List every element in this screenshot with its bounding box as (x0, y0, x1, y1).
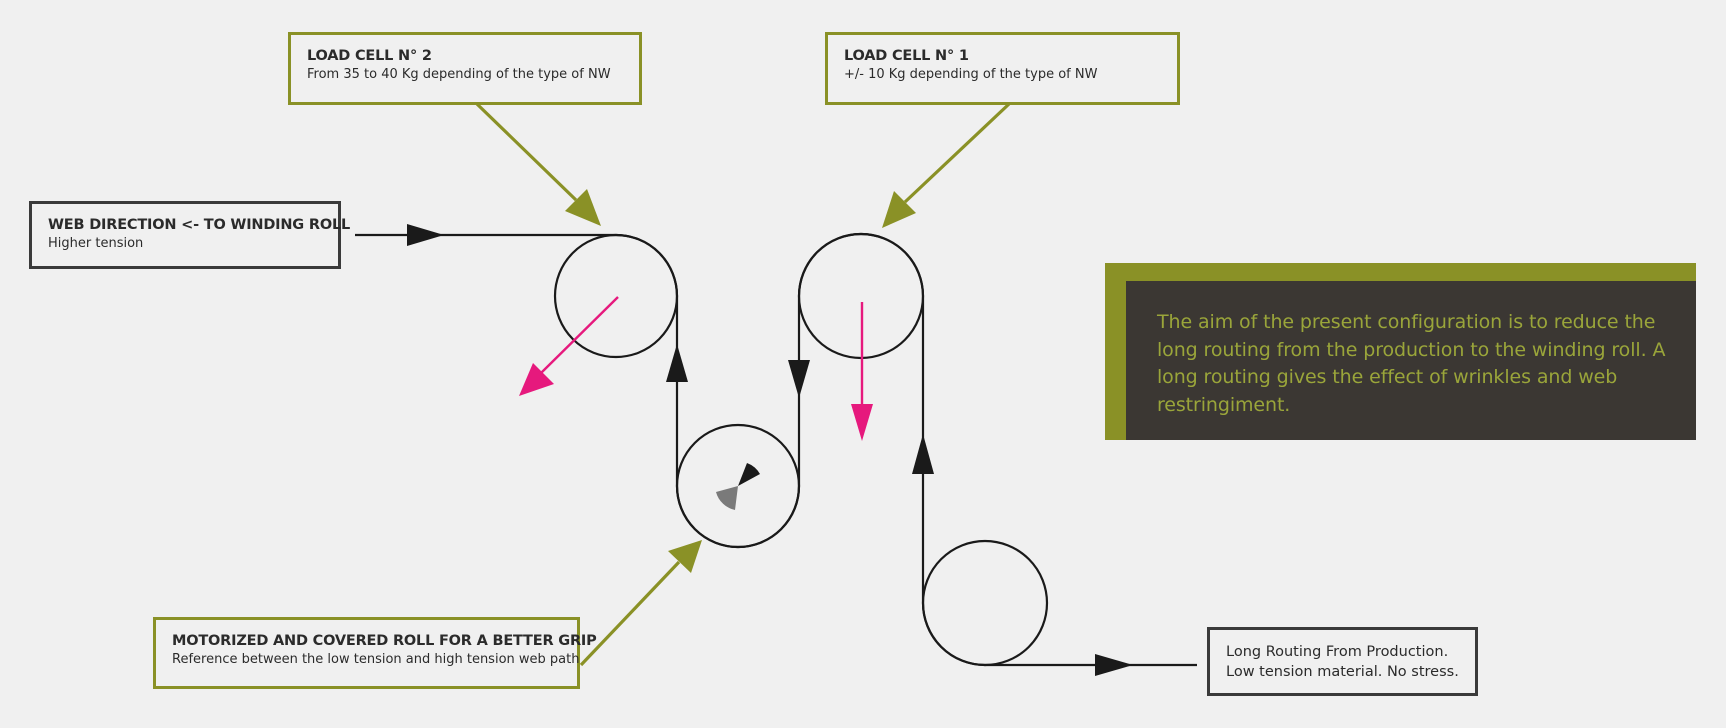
roller-load-cell-2 (553, 233, 679, 359)
load-cell-2-title: LOAD CELL N° 2 (307, 48, 432, 64)
web-wrap-motor-roll (675, 485, 801, 549)
callout-arrow-motorized-roll (579, 540, 702, 667)
note-text: The aim of the present configuration is … (1157, 311, 1666, 416)
load-cell-2-subtitle: From 35 to 40 Kg depending of the type o… (307, 67, 611, 82)
roller-entry (921, 539, 1049, 667)
web-direction-arrow-out (407, 224, 444, 246)
web-direction-arrow-down (788, 360, 810, 398)
web-direction-arrow-in (1095, 654, 1133, 676)
web-direction-title: WEB DIRECTION <- TO WINDING ROLL (48, 217, 351, 233)
long-routing-line-1: Long Routing From Production. (1226, 644, 1449, 660)
force-vector-roll-1 (851, 302, 873, 441)
long-routing-callout: Long Routing From Production. Low tensio… (1207, 627, 1478, 696)
web-direction-callout: WEB DIRECTION <- TO WINDING ROLL Higher … (29, 201, 351, 269)
web-direction-arrow-up-right (912, 434, 934, 474)
motorized-roll-callout: MOTORIZED AND COVERED ROLL FOR A BETTER … (153, 617, 597, 689)
note-panel: The aim of the present configuration is … (1126, 281, 1696, 440)
callout-arrow-load-cell-2 (475, 102, 601, 226)
motor-rotation-icon (716, 463, 760, 510)
web-direction-arrow-up-left (666, 344, 688, 382)
web-wrap-roll-b (797, 232, 925, 297)
web-direction-subtitle: Higher tension (48, 236, 144, 251)
long-routing-line-2: Low tension material. No stress. (1226, 664, 1459, 680)
web-path (355, 232, 1197, 667)
motorized-roll-title: MOTORIZED AND COVERED ROLL FOR A BETTER … (172, 633, 597, 649)
load-cell-2-callout: LOAD CELL N° 2 From 35 to 40 Kg dependin… (288, 32, 642, 105)
load-cell-1-callout: LOAD CELL N° 1 +/- 10 Kg depending of th… (825, 32, 1180, 105)
motorized-roller (675, 423, 801, 549)
force-vector-roll-2 (519, 296, 619, 396)
load-cell-1-title: LOAD CELL N° 1 (844, 48, 969, 64)
callout-arrow-load-cell-1 (882, 102, 1011, 228)
load-cell-1-subtitle: +/- 10 Kg depending of the type of NW (844, 67, 1098, 82)
motorized-roll-subtitle: Reference between the low tension and hi… (172, 652, 580, 667)
